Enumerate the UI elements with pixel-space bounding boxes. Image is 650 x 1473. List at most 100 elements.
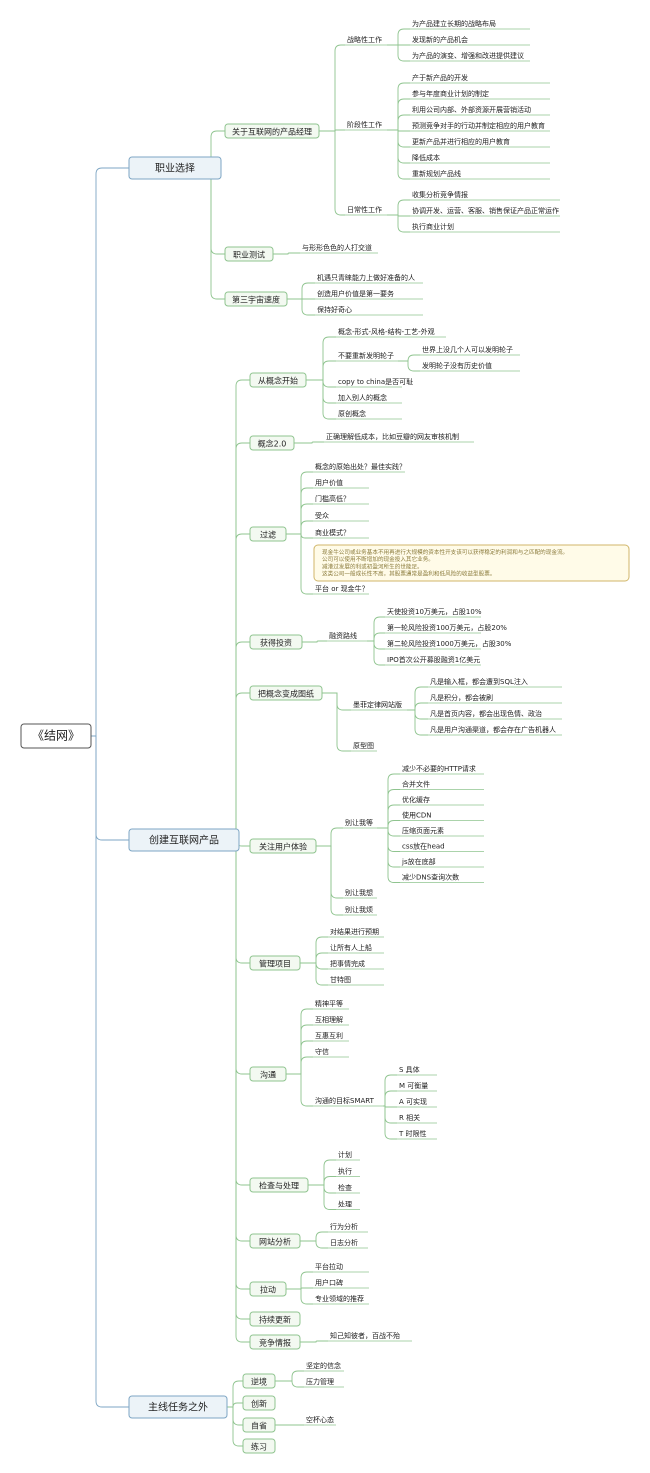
check-item-1[interactable]: 执行 [336,1167,360,1177]
strategic-item-1[interactable]: 发现新的产品机会 [410,35,530,46]
filter-item-5[interactable]: 平台 or 现金牛？ [313,584,369,595]
node-drawing[interactable]: 把概念变成图纸 [249,685,323,701]
pull-item-1[interactable]: 用户口碑 [313,1278,369,1289]
adversity-item-1[interactable]: 压力管理 [304,1377,344,1388]
filter-item-2[interactable]: 门槛高低？ [313,494,369,505]
node-career-test[interactable]: 职业测试 [224,246,274,262]
node-about-pm[interactable]: 关于互联网的产品经理 [224,123,320,139]
daily-item-2[interactable]: 执行商业计划 [410,222,560,233]
node-reflect[interactable]: 自省 [242,1417,276,1433]
branch-create[interactable]: 创建互联网产品 [128,828,240,852]
daily-item-1[interactable]: 协调开发、运营、客服、销售保证产品正常运作 [410,206,560,217]
filter-item-0[interactable]: 概念的原始出处？最佳实践？ [313,462,406,473]
node-intel[interactable]: 竞争情报 [249,1334,301,1350]
comm-item-3[interactable]: 守信 [313,1047,349,1058]
third-item-1[interactable]: 创造用户价值是第一要务 [315,289,423,300]
manage-item-3[interactable]: 甘特图 [328,975,384,986]
node-innovate[interactable]: 创新 [242,1395,276,1411]
pull-item-2[interactable]: 专业领域的推荐 [313,1294,369,1305]
smart-item-2[interactable]: A 可实现 [397,1097,437,1108]
phase-item-2[interactable]: 利用公司内部、外部资源开展营销活动 [410,105,550,116]
comm-item-0[interactable]: 精神平等 [313,999,349,1010]
analysis-item-0[interactable]: 行为分析 [328,1222,368,1233]
filter-item-1[interactable]: 用户价值 [313,478,369,489]
manage-item-2[interactable]: 把事情完成 [328,959,384,970]
wait-item-5[interactable]: css放在head [400,842,484,852]
concept2-item[interactable]: 正确理解低成本，比如豆瓣的网友审核机制 [324,432,474,443]
murphy-item-2[interactable]: 凡是首页内容，都会出现色情、政治 [428,709,562,720]
smart-item-0[interactable]: S 具体 [397,1065,437,1076]
wait-item-0[interactable]: 减少不必要的HTTP请求 [400,764,484,775]
filter-item-3[interactable]: 受众 [313,511,369,522]
wait-item-4[interactable]: 压缩页面元素 [400,826,484,837]
manage-item-0[interactable]: 对结果进行预期 [328,927,384,938]
concept-item-2[interactable]: copy to china是否可耻 [336,377,413,388]
analysis-item-1[interactable]: 日志分析 [328,1238,368,1249]
node-ux[interactable]: 关注用户体验 [249,838,317,854]
invest-route[interactable]: 融资路线 [327,631,367,642]
wait-item-6[interactable]: js放在底部 [400,857,484,868]
invest-item-3[interactable]: IPO首次公开募股融资1亿美元 [385,655,481,666]
check-item-2[interactable]: 检查 [336,1183,360,1194]
strategic-item-2[interactable]: 为产品的演变、增强和改进提供建议 [410,51,530,62]
node-update[interactable]: 持续更新 [249,1311,301,1327]
branch-side[interactable]: 主线任务之外 [128,1395,228,1419]
phase-item-1[interactable]: 参与年度商业计划的制定 [410,89,550,100]
phase-item-5[interactable]: 降低成本 [410,153,550,164]
node-concept[interactable]: 从概念开始 [249,372,307,388]
filter-item-4[interactable]: 商业模式？ [313,528,369,539]
node-analysis[interactable]: 网站分析 [249,1233,301,1249]
strategic-item-0[interactable]: 为产品建立长期的战略布局 [410,19,530,30]
wait-item-1[interactable]: 合并文件 [400,780,484,790]
phase-item-0[interactable]: 产于新产品的开发 [410,73,550,84]
concept-item-1[interactable]: 不要重新发明轮子 [336,351,398,362]
node-comm[interactable]: 沟通 [249,1066,287,1082]
manage-item-1[interactable]: 让所有人上船 [328,943,384,954]
root-node[interactable]: 《结网》 [20,723,92,749]
pull-item-0[interactable]: 平台拉动 [313,1262,369,1273]
smart-item-4[interactable]: T 时限性 [397,1129,437,1140]
concept-item-0[interactable]: 概念-形式-风格-结构-工艺-外观 [336,327,446,338]
node-practice[interactable]: 练习 [242,1438,276,1454]
third-item-0[interactable]: 机遇只青睐能力上做好准备的人 [315,273,423,284]
murphy[interactable]: 墨菲定律网站版 [351,700,407,711]
check-item-0[interactable]: 计划 [336,1150,360,1161]
concept-item-4[interactable]: 原创概念 [336,409,402,420]
prototype[interactable]: 原型图 [351,741,377,752]
wheel-sub-0[interactable]: 世界上没几个人可以发明轮子 [420,345,520,356]
wait-item-3[interactable]: 使用CDN [400,811,484,821]
comm-item-1[interactable]: 互相理解 [313,1015,349,1026]
node-pull[interactable]: 拉动 [249,1281,287,1297]
ux-annoy[interactable]: 别让我烦 [343,905,377,916]
phase-item-3[interactable]: 预测竞争对手的行动并制定相应的用户教育 [410,121,550,132]
comm-item-2[interactable]: 互惠互利 [313,1031,349,1042]
murphy-item-3[interactable]: 凡是用户沟通渠道，都会存在广告机器人 [428,725,562,736]
test-item[interactable]: 与形形色色的人打交道 [300,243,378,254]
concept-item-3[interactable]: 加入别人的概念 [336,393,402,404]
wait-item-7[interactable]: 减少DNS查询次数 [400,873,484,883]
node-daily[interactable]: 日常性工作 [345,205,387,216]
node-invest[interactable]: 获得投资 [249,634,303,650]
invest-item-1[interactable]: 第一轮风险投资100万美元，占股20% [385,623,507,634]
adversity-item-0[interactable]: 坚定的信念 [304,1361,344,1372]
node-check[interactable]: 检查与处理 [249,1177,309,1193]
wait-item-2[interactable]: 优化缓存 [400,795,484,806]
node-adversity[interactable]: 逆境 [242,1373,276,1389]
reflect-item[interactable]: 空杯心态 [304,1415,336,1426]
smart-item-3[interactable]: R 相关 [397,1113,437,1124]
node-manage[interactable]: 管理项目 [249,955,301,971]
branch-career[interactable]: 职业选择 [128,156,222,180]
wheel-sub-1[interactable]: 发明轮子没有历史价值 [420,361,520,372]
check-item-3[interactable]: 处理 [336,1200,360,1210]
ux-think[interactable]: 别让我想 [343,888,377,899]
comm-item-4[interactable]: 沟通的目标SMART [313,1096,383,1107]
invest-item-2[interactable]: 第二轮风险投资1000万美元，占股30% [385,639,512,650]
murphy-item-1[interactable]: 凡是积分，都会被刷 [428,693,562,704]
murphy-item-0[interactable]: 凡是输入框，都会遭到SQL注入 [428,677,562,688]
invest-item-0[interactable]: 天使投资10万美元，占股10% [385,607,482,618]
node-strategic[interactable]: 战略性工作 [345,35,387,46]
node-phase[interactable]: 阶段性工作 [345,120,387,131]
ux-wait[interactable]: 别让我等 [343,818,377,829]
node-concept2[interactable]: 概念2.0 [249,435,295,451]
node-filter[interactable]: 过滤 [249,526,287,542]
